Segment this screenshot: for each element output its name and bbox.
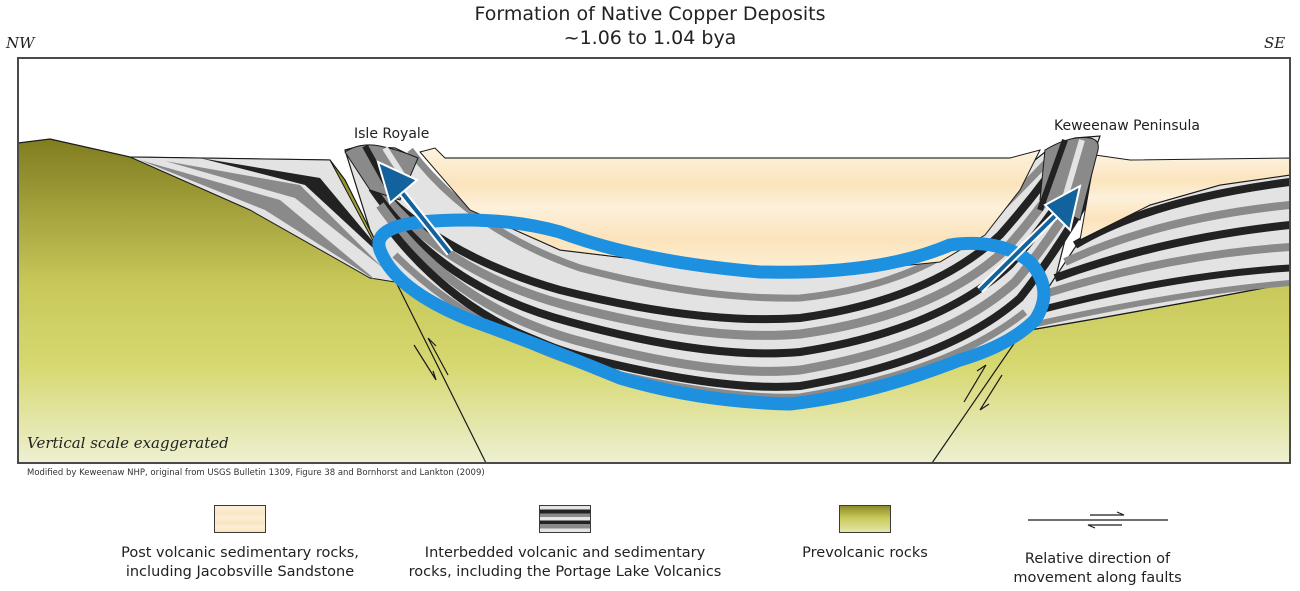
legend-swatch-sandstone [214, 505, 266, 533]
legend-label-line-2: movement along faults [1013, 570, 1182, 586]
legend-label-line-1: Post volcanic sedimentary rocks, [121, 545, 359, 561]
source-credit: Modified by Keweenaw NHP, original from … [27, 468, 485, 478]
direction-label-nw: NW [6, 34, 35, 52]
legend-item-prevolcanic: Prevolcanic rocks [790, 505, 940, 563]
legend-label-line-2: including Jacobsville Sandstone [125, 564, 355, 580]
legend-label-line-1: Interbedded volcanic and sedimentary [424, 545, 706, 561]
flow-arrow-keweenaw [977, 184, 1082, 293]
label-vertical-scale: Vertical scale exaggerated [27, 434, 229, 452]
diagram-title: Formation of Native Copper Deposits ~1.0… [0, 2, 1300, 50]
post-volcanic-sandstone-se [1079, 154, 1290, 241]
fault-motion-arrows-right [963, 364, 1003, 411]
cross-section-diagram: Isle Royale Keweenaw Peninsula Vertical … [17, 57, 1291, 464]
legend-swatch-prevolcanic [839, 505, 891, 533]
legend-label-line-1: Relative direction of [1024, 551, 1171, 567]
strata-right-flank [1029, 174, 1290, 331]
legend-swatch-strata [539, 505, 591, 533]
label-keweenaw-peninsula: Keweenaw Peninsula [1054, 118, 1200, 134]
flow-arrow-isle-royale [376, 160, 454, 256]
legend-label-line-1: Prevolcanic rocks [802, 545, 928, 561]
fluid-circulation-loop [372, 213, 1051, 411]
legend-item-strata: Interbedded volcanic and sedimentary roc… [395, 505, 735, 582]
legend-label-line-2: rocks, including the Portage Lake Volcan… [408, 564, 722, 580]
fault-line-right [931, 331, 1023, 463]
title-line-1: Formation of Native Copper Deposits [474, 3, 826, 25]
legend-item-sandstone: Post volcanic sedimentary rocks, includi… [110, 505, 370, 582]
fault-movement-icon [1027, 511, 1168, 529]
strata-left-wedge [129, 156, 396, 283]
legend-item-fault: Relative direction of movement along fau… [1005, 505, 1190, 588]
direction-label-se: SE [1264, 34, 1286, 52]
fault-motion-arrows-left [413, 337, 449, 381]
diagram-frame [17, 57, 1291, 464]
fault-line-left [394, 279, 487, 463]
label-isle-royale: Isle Royale [354, 126, 429, 142]
title-line-2: ~1.06 to 1.04 bya [563, 27, 737, 49]
